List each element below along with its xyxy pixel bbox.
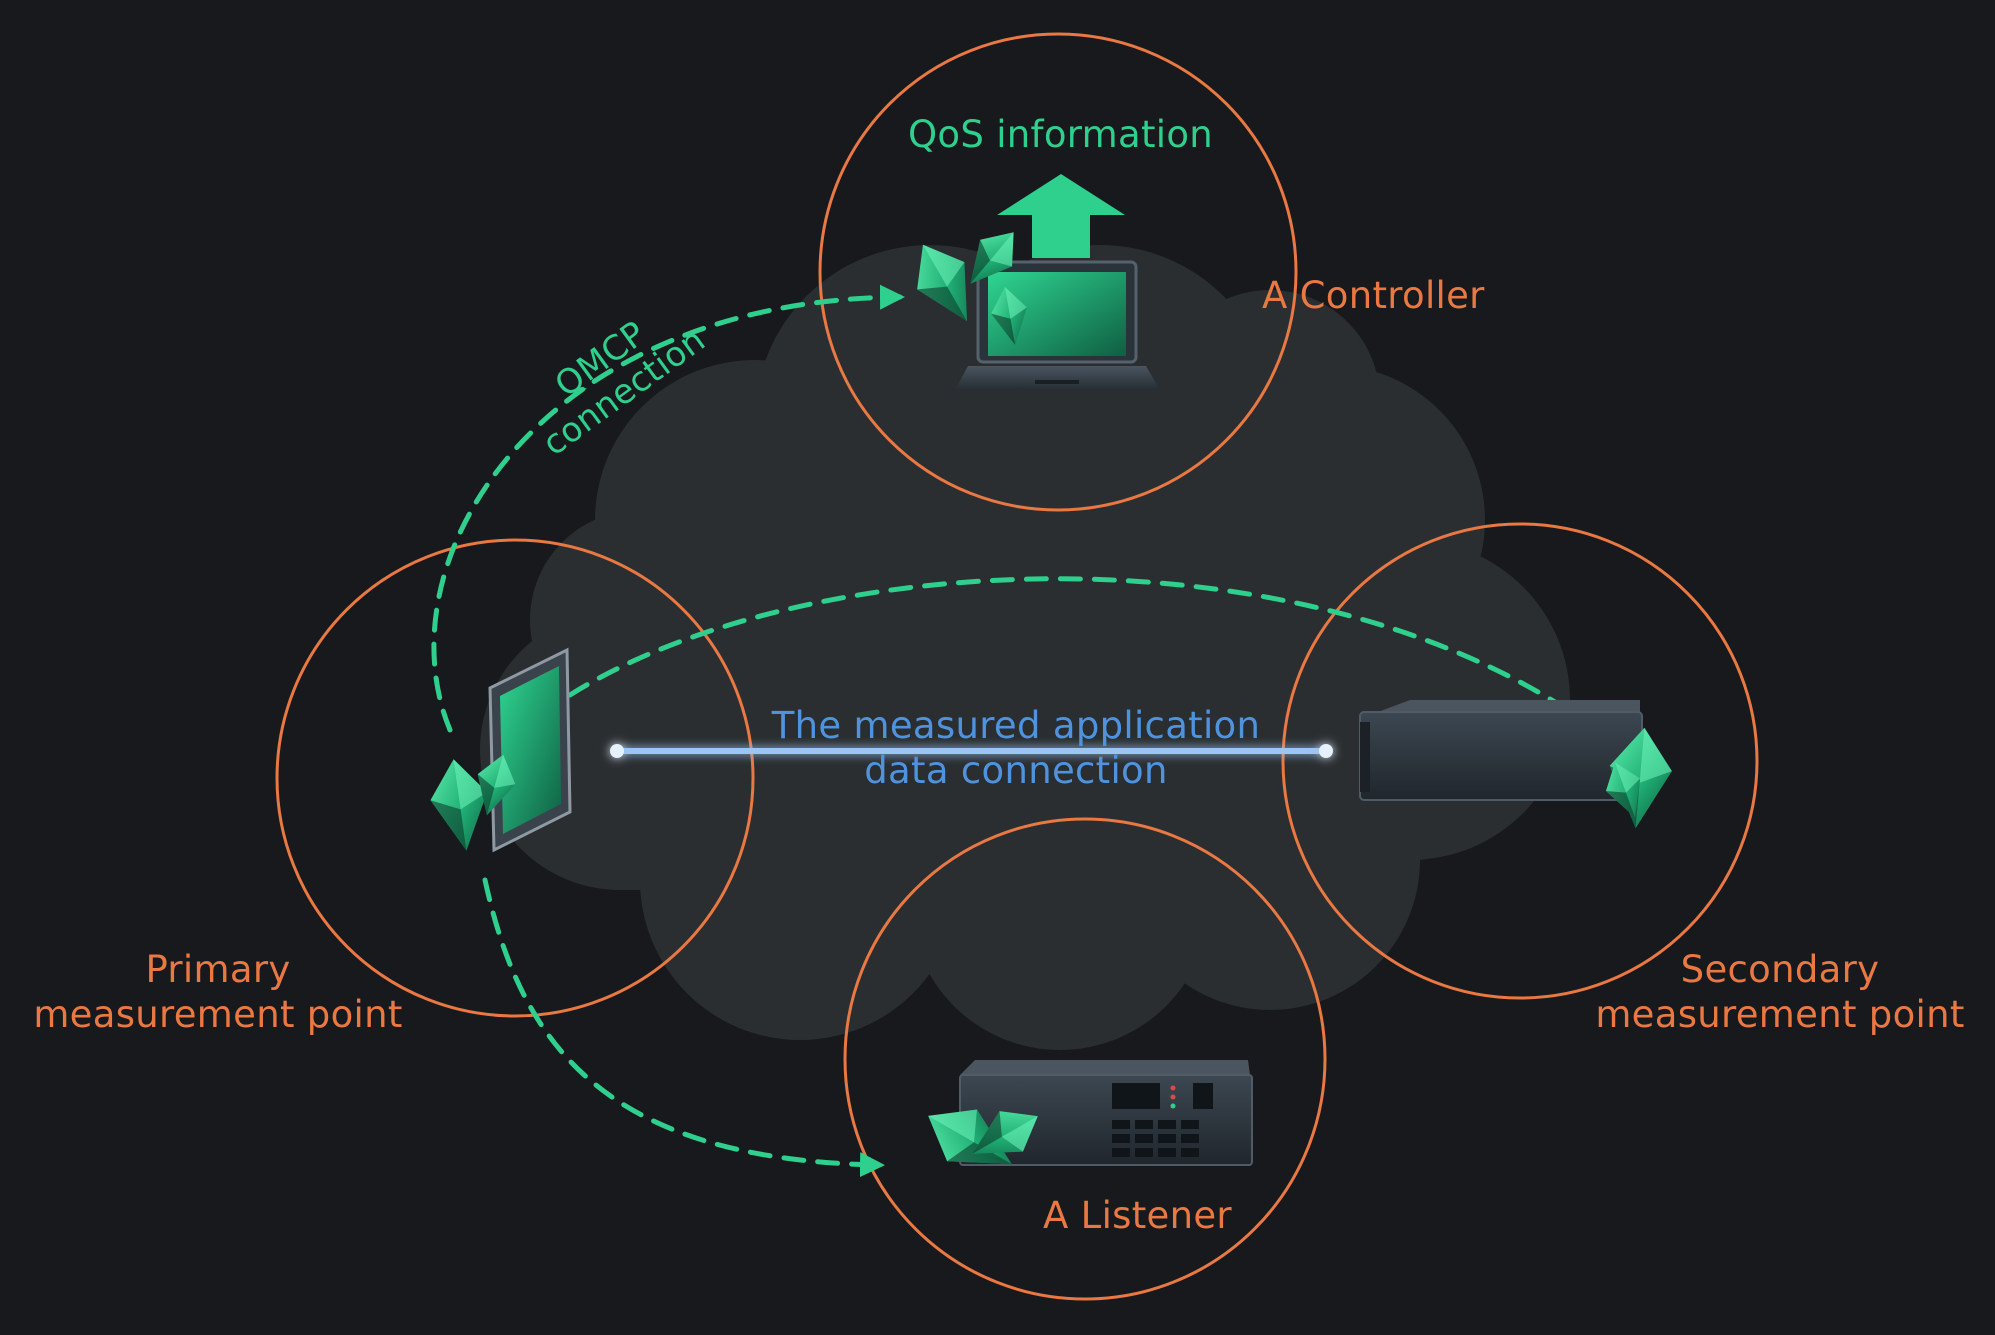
server-icon bbox=[1359, 700, 1643, 801]
primary-label-line2: measurement point bbox=[33, 993, 403, 1036]
measured-connection-label-line2: data connection bbox=[864, 749, 1168, 792]
listener-label: A Listener bbox=[1043, 1194, 1232, 1237]
secondary-label-line1: Secondary bbox=[1680, 948, 1880, 991]
measured-data-connection bbox=[610, 744, 1333, 758]
laptop-icon bbox=[955, 260, 1160, 390]
upload-arrow-icon bbox=[997, 174, 1125, 258]
controller-ring bbox=[818, 32, 1298, 512]
qos-information-label: QoS information bbox=[908, 113, 1214, 156]
qmcp-to-listener-line bbox=[482, 877, 885, 1178]
rack-server-icon bbox=[959, 1060, 1253, 1166]
primary-ring bbox=[275, 538, 755, 1018]
qmcp-to-controller-line bbox=[431, 284, 905, 733]
role-rings bbox=[275, 32, 1759, 1301]
measured-connection-label-line1: The measured application bbox=[771, 704, 1261, 747]
secondary-label-line2: measurement point bbox=[1595, 993, 1965, 1036]
secondary-ring bbox=[1281, 522, 1759, 1000]
listener-ring bbox=[843, 817, 1327, 1301]
primary-label-line1: Primary bbox=[145, 948, 291, 991]
tablet-icon bbox=[488, 647, 572, 853]
controller-label: A Controller bbox=[1262, 274, 1485, 317]
